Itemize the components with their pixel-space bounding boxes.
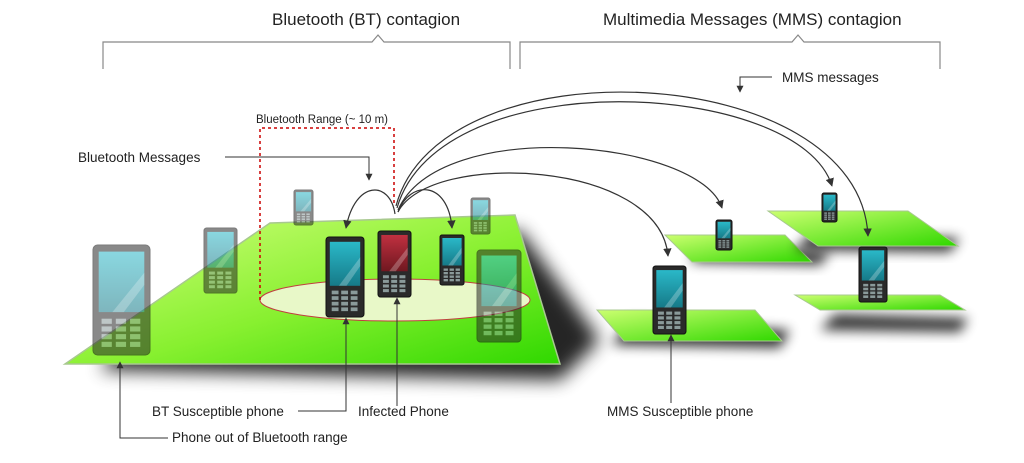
mms-plane-1 [595, 309, 784, 342]
phone-bt-susceptible-2 [439, 234, 465, 286]
bt-messages-pointer [225, 156, 373, 181]
mms-bracket [519, 34, 941, 69]
mms-messages-label: MMS messages [782, 70, 879, 85]
mms-plane-shadow-4 [820, 314, 968, 332]
bt-susceptible-label: BT Susceptible phone [152, 404, 284, 419]
bt-bracket [102, 34, 511, 69]
bt-range-box [259, 127, 395, 300]
phone-mms-susceptible-2 [715, 219, 733, 251]
mms-arcs [395, 91, 872, 257]
bt-messages-label: Bluetooth Messages [78, 150, 201, 165]
mms-section-title: Multimedia Messages (MMS) contagion [603, 10, 902, 29]
out-of-range-leader [116, 361, 168, 439]
bt-range-label: Bluetooth Range (~ 10 m) [256, 114, 388, 126]
infected-label: Infected Phone [358, 404, 449, 419]
bt-section-title: Bluetooth (BT) contagion [272, 10, 460, 29]
phone-out-of-range-back [293, 189, 314, 226]
out-of-range-label: Phone out of Bluetooth range [172, 430, 348, 445]
phone-mms-susceptible-3 [821, 192, 838, 223]
phone-infected [377, 230, 412, 298]
bt-arcs [343, 189, 456, 229]
phone-mms-susceptible-1 [652, 265, 687, 335]
bt-susceptible-leader [298, 317, 350, 412]
phone-out-of-range-large [92, 244, 151, 356]
phone-bt-susceptible-1 [325, 236, 365, 318]
mms-messages-pointer [736, 76, 772, 93]
phone-mms-susceptible-4 [858, 246, 888, 303]
mms-plane-2 [663, 234, 814, 263]
mms-susceptible-label: MMS Susceptible phone [607, 404, 753, 419]
phone-out-of-range-back2 [470, 197, 491, 235]
phone-out-of-range-mid [203, 227, 238, 294]
mms-plane-3 [766, 210, 960, 247]
phone-out-of-range-right [476, 249, 522, 343]
